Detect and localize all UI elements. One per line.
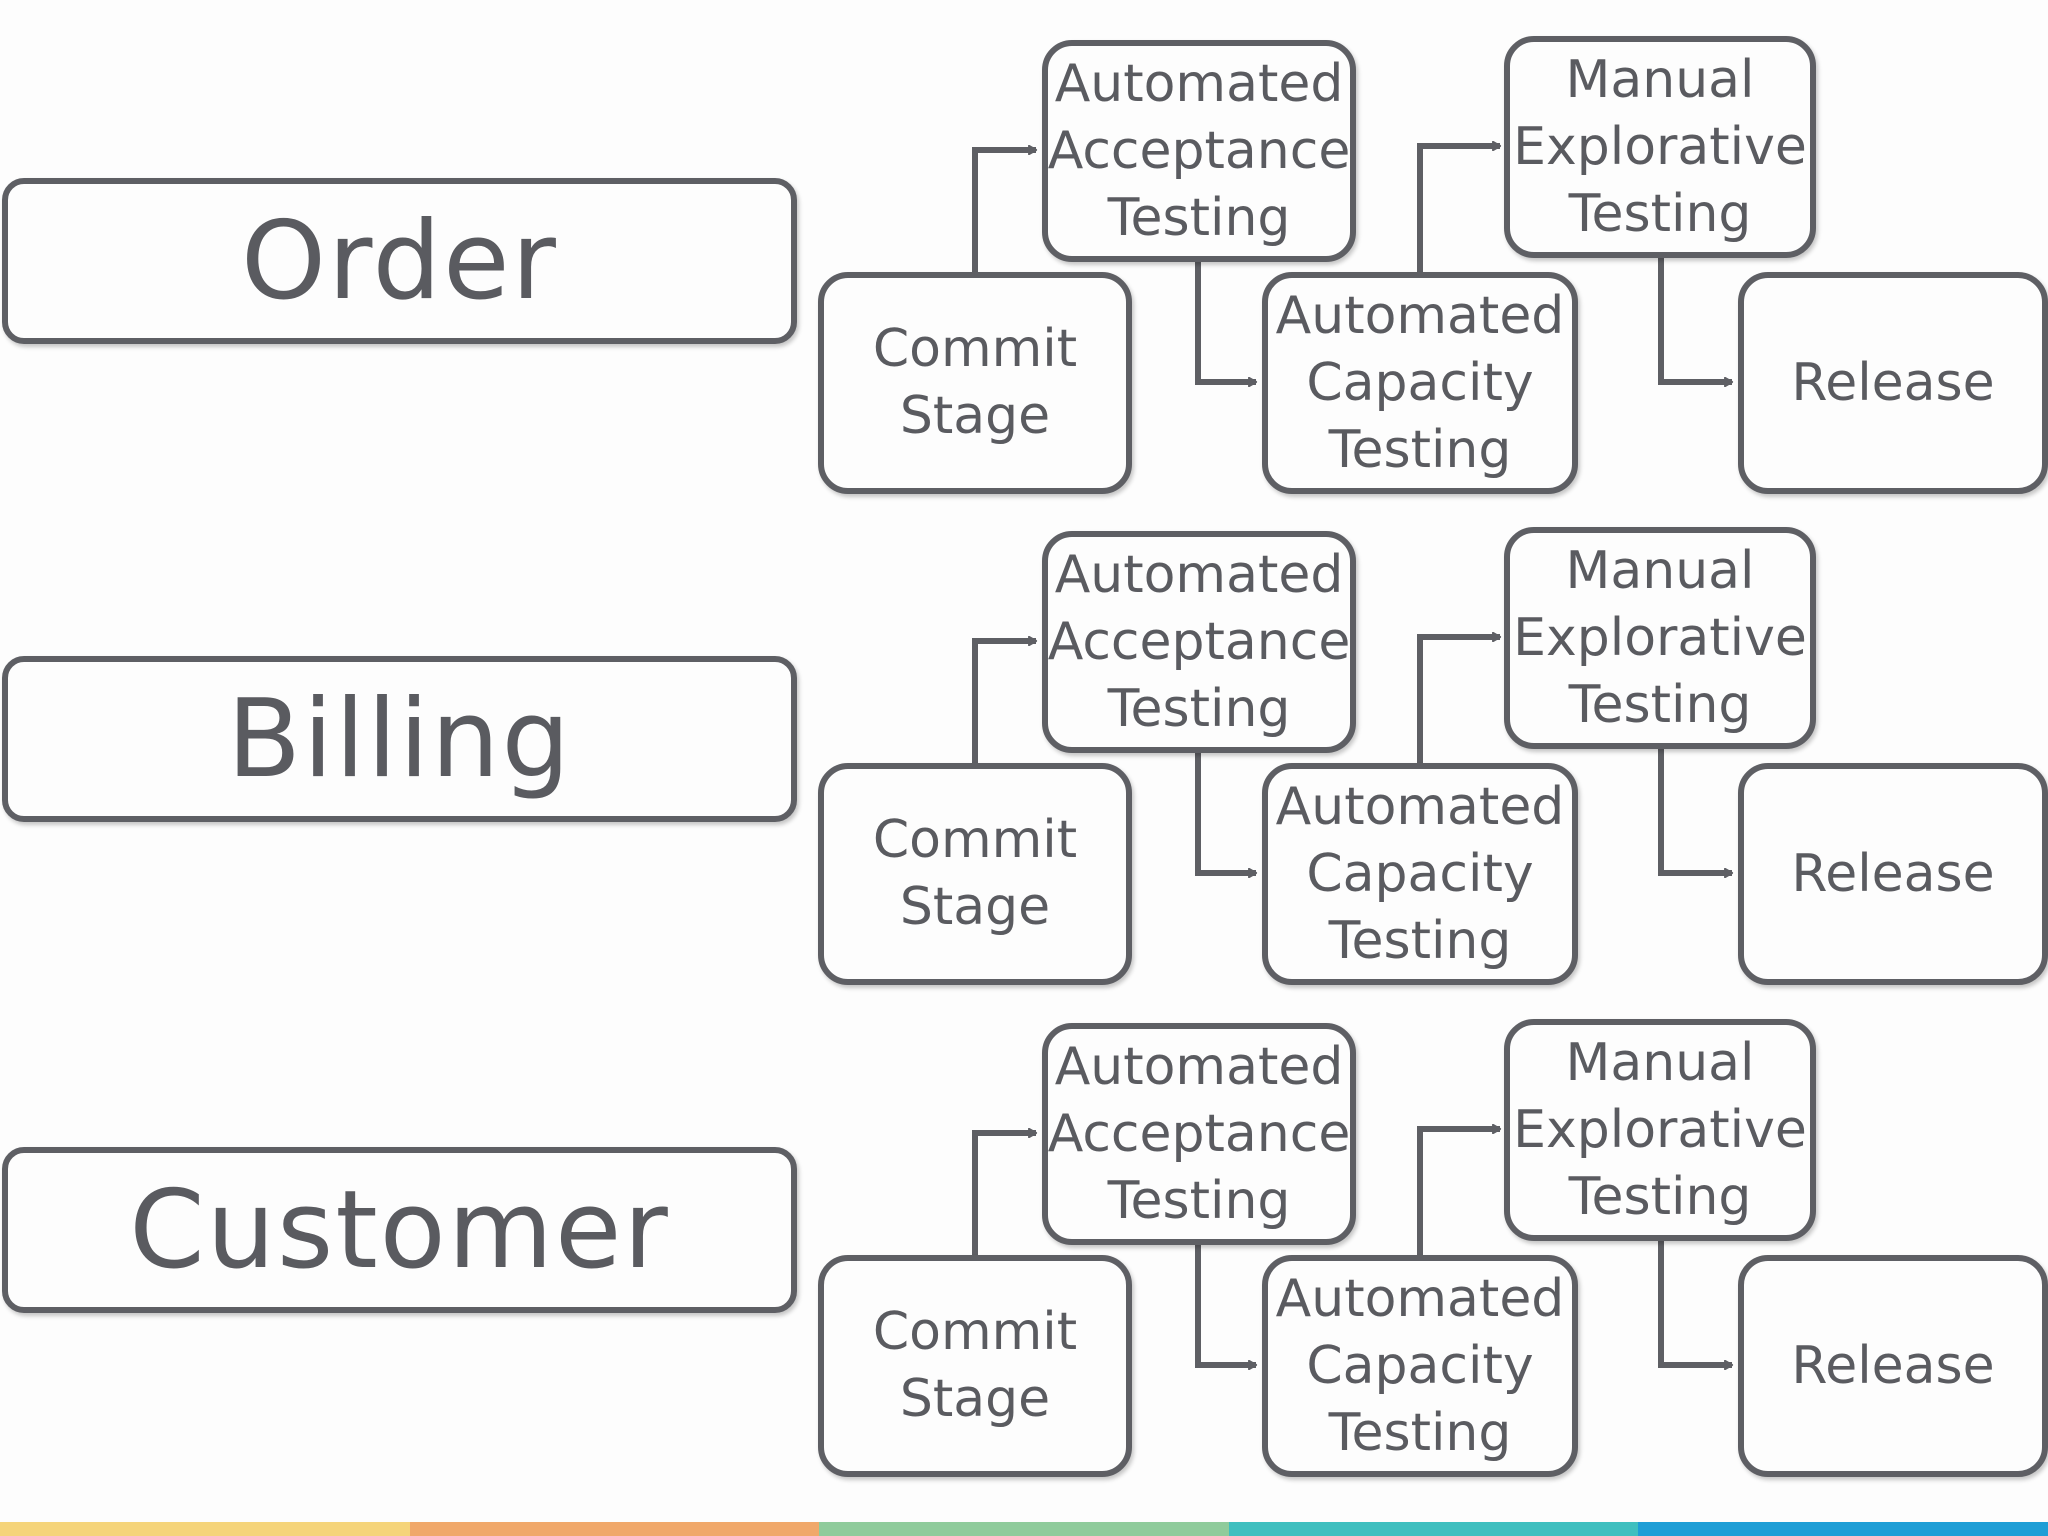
footer-segment-blue <box>1638 1522 2048 1536</box>
stage-label: Automated Capacity Testing <box>1275 285 1565 480</box>
acceptance-to-capacity-arrow <box>1195 1243 1256 1365</box>
stage-label: Automated Capacity Testing <box>1275 1268 1565 1463</box>
stage-release: Release <box>1738 763 2048 985</box>
lane-label-billing: Billing <box>2 656 797 822</box>
stage-commit: Commit Stage <box>818 272 1132 494</box>
commit-to-acceptance-arrow <box>972 150 1036 272</box>
footer-color-bar <box>0 1522 2048 1536</box>
footer-segment-orange <box>409 1522 820 1536</box>
stage-label: Automated Acceptance Testing <box>1047 544 1351 739</box>
stage-label: Commit Stage <box>872 1302 1078 1429</box>
lane-label-customer: Customer <box>2 1147 797 1313</box>
stage-label: Release <box>1791 843 1995 904</box>
stage-automated-capacity-testing: Automated Capacity Testing <box>1262 763 1578 985</box>
stage-automated-acceptance-testing: Automated Acceptance Testing <box>1042 1023 1356 1245</box>
stage-label: Release <box>1791 1335 1995 1396</box>
pipeline-connectors <box>972 527 2048 1027</box>
capacity-to-manual-arrow <box>1417 146 1500 272</box>
stage-automated-acceptance-testing: Automated Acceptance Testing <box>1042 40 1356 262</box>
stage-manual-explorative-testing: Manual Explorative Testing <box>1504 1019 1816 1241</box>
stage-label: Manual Explorative Testing <box>1513 540 1807 735</box>
stage-label: Automated Capacity Testing <box>1275 776 1565 971</box>
stage-label: Commit Stage <box>872 319 1078 446</box>
footer-segment-green <box>819 1522 1229 1536</box>
stage-label: Manual Explorative Testing <box>1513 49 1807 244</box>
capacity-to-manual-arrow <box>1417 637 1500 763</box>
footer-segment-teal <box>1228 1522 1639 1536</box>
acceptance-to-capacity-arrow <box>1195 260 1256 382</box>
stage-release: Release <box>1738 1255 2048 1477</box>
stage-release: Release <box>1738 272 2048 494</box>
manual-to-release-arrow <box>1658 747 1732 873</box>
pipeline-billing: Automated Acceptance Testing Manual Expl… <box>0 527 2048 1027</box>
acceptance-to-capacity-arrow <box>1195 751 1256 873</box>
pipeline-order: Automated Acceptance Testing Manual Expl… <box>0 36 2048 536</box>
pipeline-connectors <box>972 1019 2048 1519</box>
commit-to-acceptance-arrow <box>972 1133 1036 1255</box>
stage-manual-explorative-testing: Manual Explorative Testing <box>1504 36 1816 258</box>
stage-automated-acceptance-testing: Automated Acceptance Testing <box>1042 531 1356 753</box>
stage-label: Manual Explorative Testing <box>1513 1032 1807 1227</box>
stage-automated-capacity-testing: Automated Capacity Testing <box>1262 1255 1578 1477</box>
footer-segment-yellow <box>0 1522 410 1536</box>
stage-automated-capacity-testing: Automated Capacity Testing <box>1262 272 1578 494</box>
stage-label: Automated Acceptance Testing <box>1047 53 1351 248</box>
capacity-to-manual-arrow <box>1417 1129 1500 1255</box>
lane-label-order: Order <box>2 178 797 344</box>
commit-to-acceptance-arrow <box>972 641 1036 763</box>
stage-commit: Commit Stage <box>818 763 1132 985</box>
stage-commit: Commit Stage <box>818 1255 1132 1477</box>
manual-to-release-arrow <box>1658 256 1732 382</box>
stage-label: Commit Stage <box>872 810 1078 937</box>
stage-label: Release <box>1791 352 1995 413</box>
manual-to-release-arrow <box>1658 1239 1732 1365</box>
stage-label: Automated Acceptance Testing <box>1047 1036 1351 1231</box>
pipeline-connectors <box>972 36 2048 536</box>
pipeline-customer: Automated Acceptance Testing Manual Expl… <box>0 1019 2048 1519</box>
stage-manual-explorative-testing: Manual Explorative Testing <box>1504 527 1816 749</box>
